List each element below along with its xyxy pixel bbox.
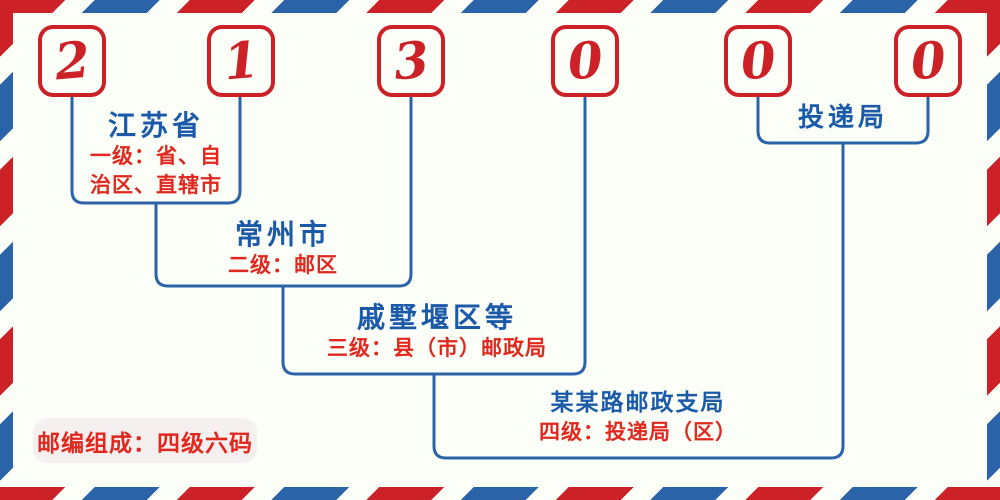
level2-name: 常州市 — [234, 219, 331, 250]
level2-desc: 二级：邮区 — [228, 254, 338, 277]
digit-4: 0 — [565, 29, 605, 92]
delivery-bureau-name: 投递局 — [797, 102, 889, 132]
digit-box-2: 1 — [207, 25, 275, 97]
digit-1: 2 — [52, 29, 92, 92]
digit-6: 0 — [908, 29, 948, 92]
level4-name: 某某路邮政支局 — [550, 389, 726, 415]
level1-name: 江苏省 — [107, 110, 204, 141]
footer-note-pill: 邮编组成：四级六码 — [33, 418, 257, 463]
bracket-delivery — [756, 97, 930, 145]
level4-desc: 四级：投递局（区） — [539, 421, 737, 444]
digit-box-1: 2 — [38, 25, 106, 97]
level4-label: 某某路邮政支局 四级：投递局（区） — [539, 388, 737, 449]
footer-note-text: 邮编组成：四级六码 — [37, 429, 253, 456]
level3-label: 戚墅堰区等 三级：县（市）邮政局 — [327, 302, 547, 363]
digit-3: 3 — [391, 29, 431, 92]
digit-box-4: 0 — [551, 25, 619, 97]
digit-box-5: 0 — [724, 25, 792, 97]
bracket-level4 — [432, 143, 845, 460]
digit-box-6: 0 — [894, 25, 962, 97]
digit-box-3: 3 — [377, 25, 445, 97]
level1-desc-line1: 一级：省、自 — [90, 145, 222, 168]
delivery-bureau-label: 投递局 — [798, 101, 888, 133]
level3-name: 戚墅堰区等 — [356, 302, 517, 333]
level1-label: 江苏省 一级：省、自 治区、直辖市 — [90, 110, 222, 200]
digit-2: 1 — [221, 29, 261, 92]
level2-label: 常州市 二级：邮区 — [228, 219, 338, 280]
level3-desc: 三级：县（市）邮政局 — [327, 337, 547, 360]
level1-desc-line2: 治区、直辖市 — [90, 174, 222, 197]
digit-5: 0 — [738, 29, 778, 92]
